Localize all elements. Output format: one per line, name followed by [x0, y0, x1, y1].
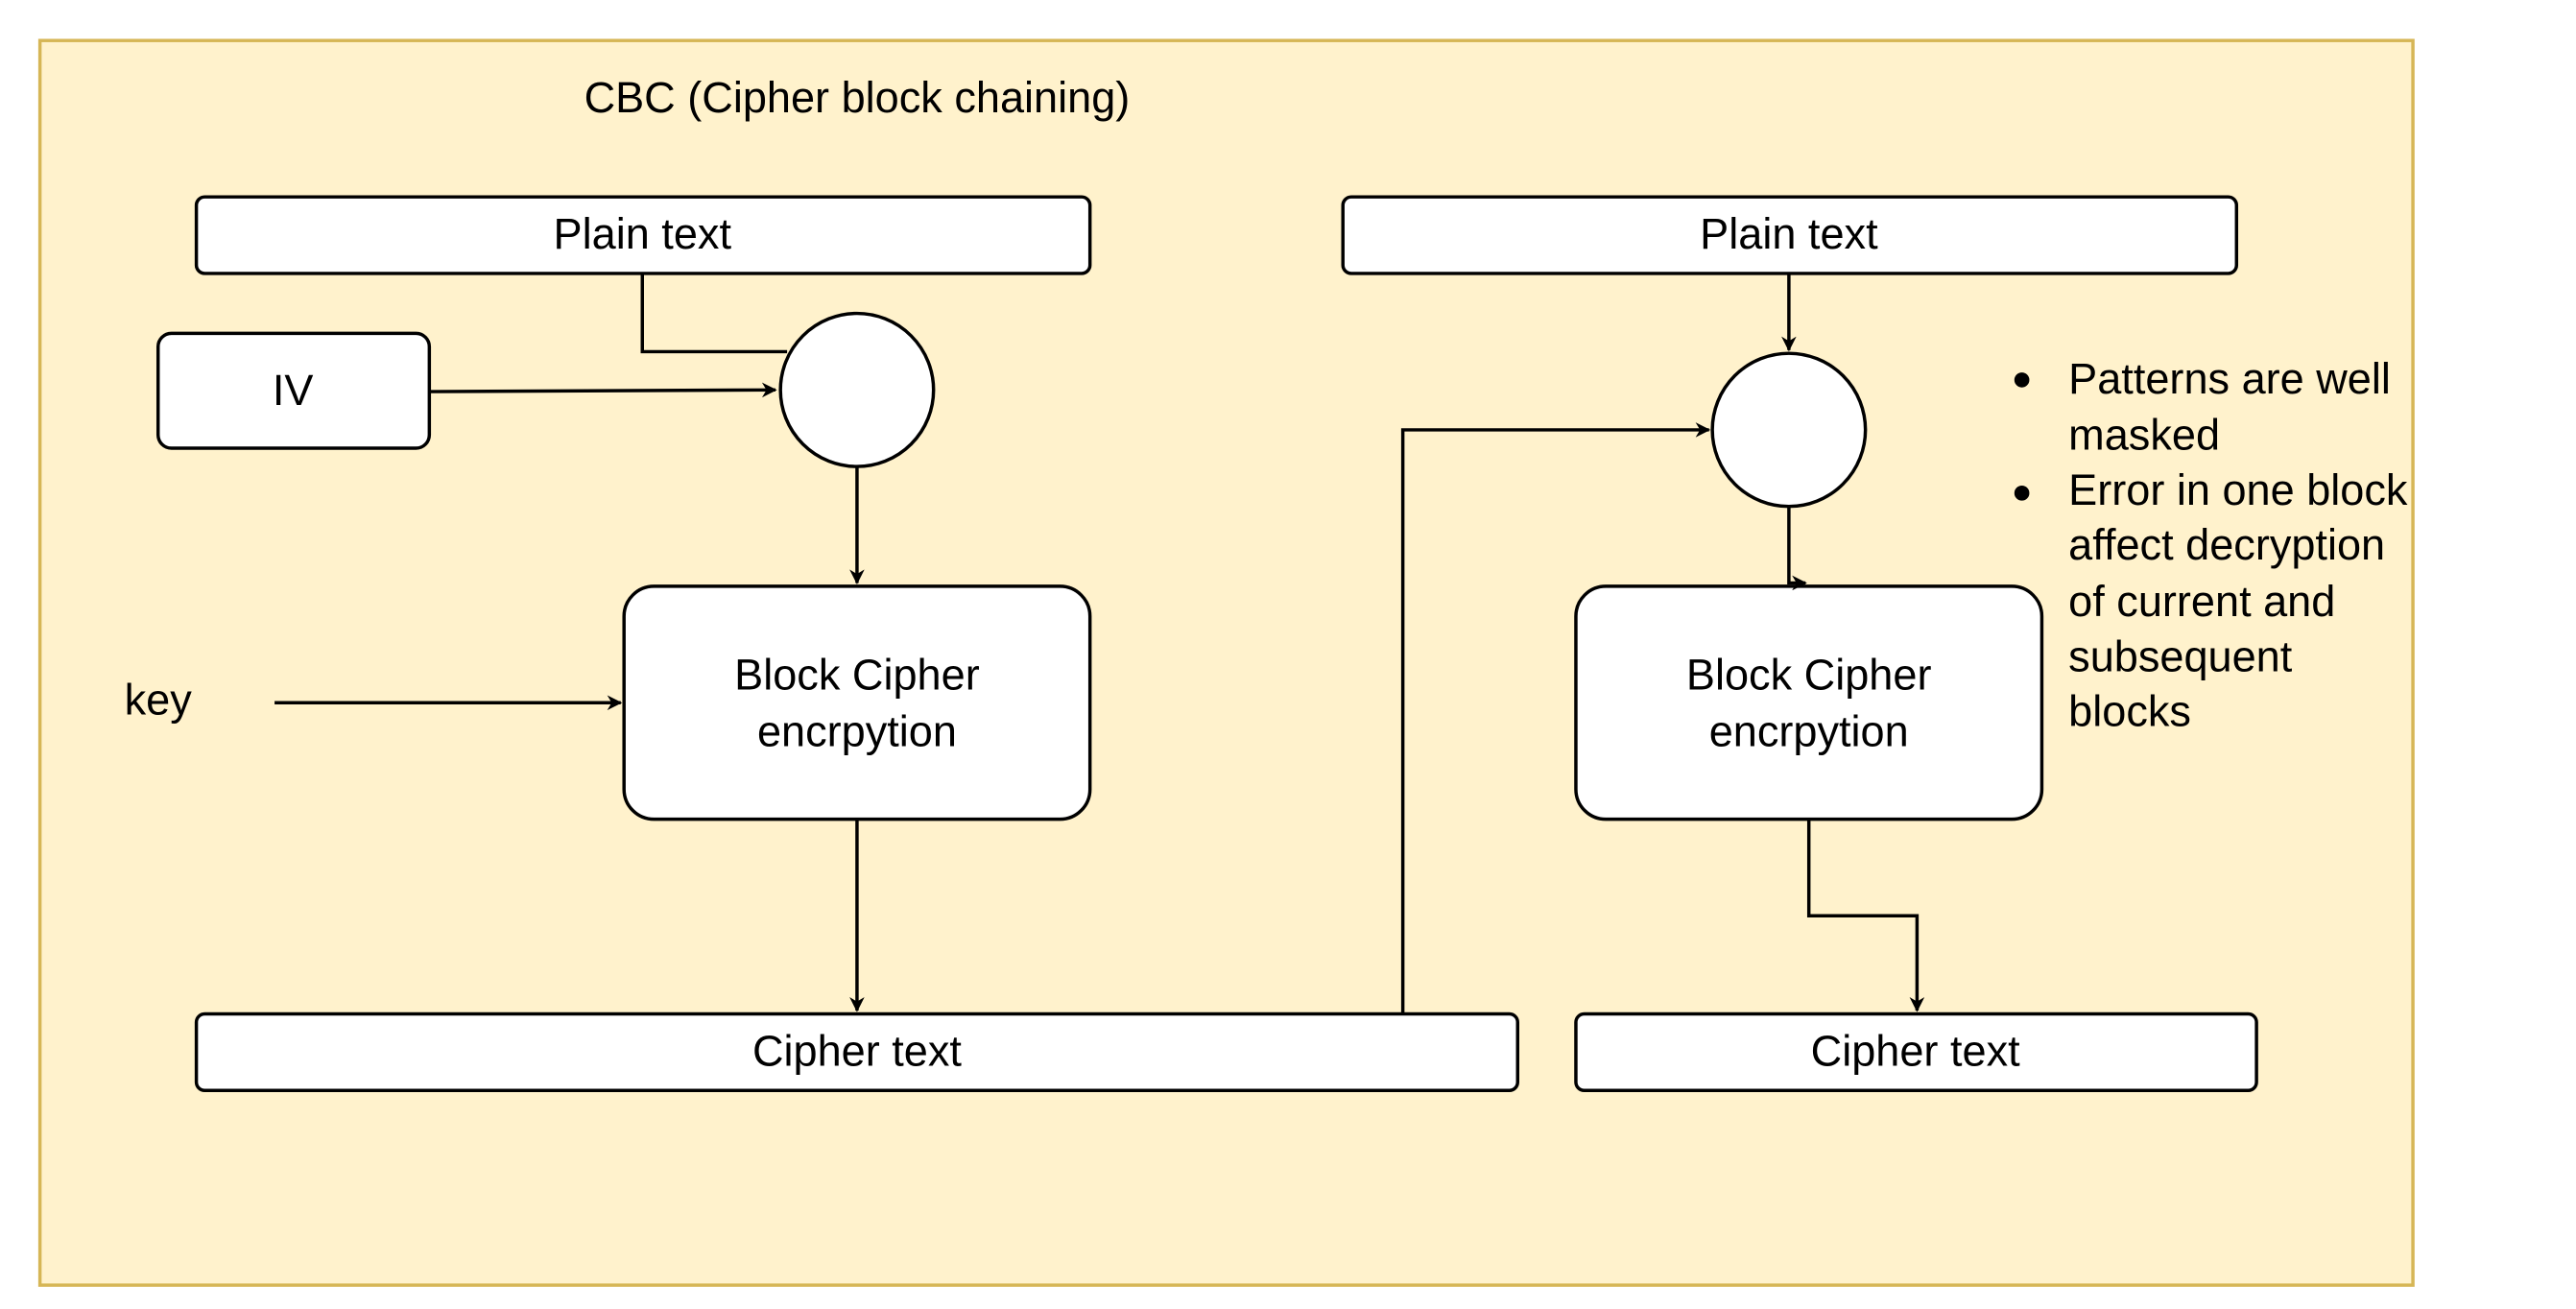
arrow-xor-to-cipher-2 — [1787, 506, 1807, 591]
block-cipher-label-1b: encrpytion — [757, 706, 957, 755]
note-2-line-1: Error in one block — [2068, 465, 2408, 514]
arrow-cipher-to-ciphertext-2 — [1806, 819, 1925, 1012]
note-2-line-5: blocks — [2068, 687, 2191, 736]
block-cipher-label-2a: Block Cipher — [1686, 650, 1932, 699]
bullet-dot-icon-2 — [2014, 486, 2030, 501]
diagram-title: CBC (Cipher block chaining) — [584, 73, 1131, 122]
key-label: key — [125, 675, 193, 724]
iv-label: IV — [273, 366, 314, 415]
note-1-line-1: Patterns are well — [2068, 354, 2391, 403]
connector-plain-to-xor-1 — [640, 273, 788, 354]
bullet-dot-icon-1 — [2014, 372, 2030, 388]
note-2-line-3: of current and — [2068, 577, 2335, 626]
cipher-text-box-1 — [194, 1012, 1520, 1093]
cipher-text-label-1: Cipher text — [752, 1026, 962, 1075]
xor-circle-icon-1 — [778, 311, 936, 468]
cipher-text-box-2 — [1574, 1012, 2258, 1093]
block-cipher-box-1 — [622, 584, 1092, 821]
note-2-line-4: subsequent — [2068, 631, 2293, 680]
plain-text-label-2: Plain text — [1700, 209, 1878, 258]
arrow-chain-ciphertext-to-xor-2 — [1400, 422, 1711, 1014]
plain-text-label-1: Plain text — [554, 209, 732, 258]
note-2-line-2: affect decryption — [2068, 520, 2385, 569]
cipher-text-label-2: Cipher text — [1811, 1026, 2020, 1075]
block-cipher-label-1a: Block Cipher — [734, 650, 980, 699]
note-1-line-2: masked — [2068, 411, 2220, 460]
block-cipher-label-2b: encrpytion — [1709, 706, 1909, 755]
block-cipher-box-2 — [1574, 584, 2044, 821]
xor-circle-icon-2 — [1710, 351, 1868, 509]
arrow-iv-to-xor — [429, 382, 777, 398]
